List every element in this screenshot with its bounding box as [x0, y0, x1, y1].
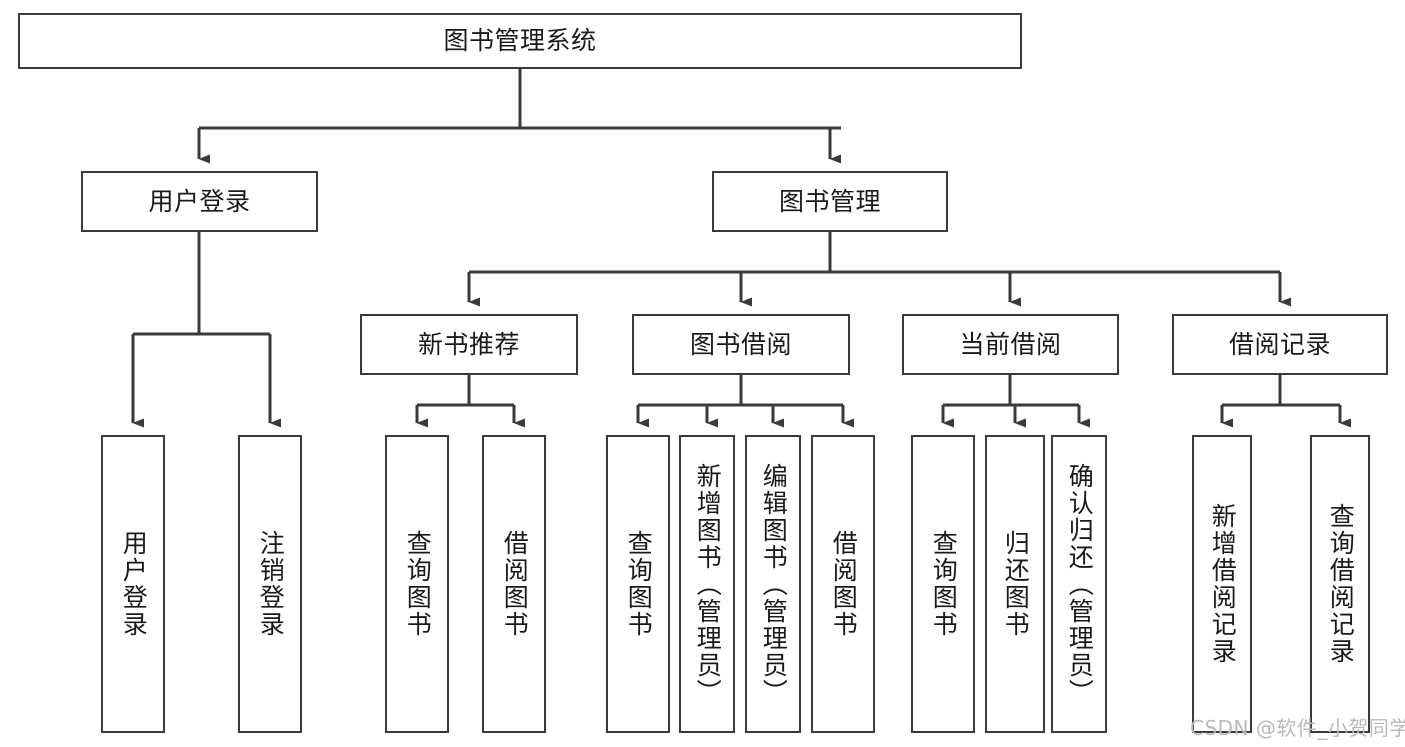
node-book-borrow-label: 图书借阅 [689, 329, 792, 359]
leaf-borrow-book[interactable]: 借阅图书 [811, 435, 875, 733]
leaf-return-book-label: 归还图书 [1001, 530, 1031, 638]
leaf-query-book-current[interactable]: 查询图书 [911, 435, 975, 733]
node-borrow-record[interactable]: 借阅记录 [1172, 314, 1388, 375]
leaf-edit-book-admin[interactable]: 编辑图书（管理员） [745, 435, 801, 733]
leaf-query-book-borrow-label: 查询图书 [624, 530, 654, 638]
leaf-query-book-current-label: 查询图书 [929, 530, 959, 638]
leaf-add-borrow-record-label: 新增借阅记录 [1208, 503, 1238, 665]
node-book-management[interactable]: 图书管理 [712, 171, 948, 232]
leaf-query-book-recommend[interactable]: 查询图书 [385, 435, 449, 733]
node-book-borrow[interactable]: 图书借阅 [632, 314, 850, 375]
leaf-user-login[interactable]: 用户登录 [101, 435, 165, 733]
leaf-logout-login[interactable]: 注销登录 [238, 435, 302, 733]
node-book-management-label: 图书管理 [778, 186, 881, 216]
leaf-logout-login-label: 注销登录 [256, 530, 286, 638]
leaf-confirm-return-admin-label: 确认归还（管理员） [1065, 462, 1095, 706]
node-current-borrow-label: 当前借阅 [959, 329, 1062, 359]
leaf-add-book-admin[interactable]: 新增图书（管理员） [679, 435, 735, 733]
node-current-borrow[interactable]: 当前借阅 [902, 314, 1119, 375]
leaf-query-book-borrow[interactable]: 查询图书 [606, 435, 670, 733]
node-root-label: 图书管理系统 [443, 26, 597, 55]
csdn-watermark: CSDN @软件_小贺同学 [1190, 716, 1405, 740]
leaf-add-book-admin-label: 新增图书（管理员） [693, 462, 723, 706]
leaf-borrow-book-recommend[interactable]: 借阅图书 [482, 435, 546, 733]
node-user-login-label: 用户登录 [148, 186, 251, 216]
leaf-confirm-return-admin[interactable]: 确认归还（管理员） [1051, 435, 1107, 733]
leaf-query-book-recommend-label: 查询图书 [403, 530, 433, 638]
leaf-query-borrow-record-label: 查询借阅记录 [1326, 503, 1356, 665]
node-root[interactable]: 图书管理系统 [18, 13, 1022, 69]
leaf-add-borrow-record[interactable]: 新增借阅记录 [1192, 435, 1252, 733]
leaf-query-borrow-record[interactable]: 查询借阅记录 [1310, 435, 1370, 733]
leaf-edit-book-admin-label: 编辑图书（管理员） [759, 462, 789, 706]
node-new-book-recommend[interactable]: 新书推荐 [360, 314, 578, 375]
leaf-borrow-book-label: 借阅图书 [829, 530, 859, 638]
node-borrow-record-label: 借阅记录 [1228, 329, 1331, 359]
node-user-login[interactable]: 用户登录 [81, 171, 318, 232]
node-new-book-recommend-label: 新书推荐 [417, 329, 520, 359]
leaf-borrow-book-recommend-label: 借阅图书 [500, 530, 530, 638]
leaf-user-login-label: 用户登录 [119, 530, 149, 638]
leaf-return-book[interactable]: 归还图书 [985, 435, 1045, 733]
